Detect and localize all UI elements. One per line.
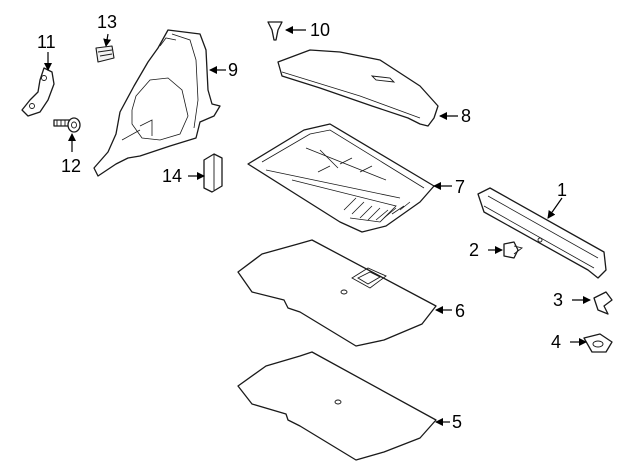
- part-6-floor-mat: [237, 239, 437, 347]
- callout-13: 13: [97, 12, 117, 32]
- callout-11: 11: [37, 32, 56, 52]
- leader-1: [547, 197, 563, 219]
- callout-3: 3: [553, 290, 563, 310]
- part-3-clip: [593, 291, 613, 315]
- callout-5: 5: [452, 412, 462, 432]
- callout-9: 9: [228, 60, 238, 80]
- callout-7: 7: [455, 177, 465, 197]
- part-2-retainer: [503, 241, 524, 259]
- part-1-sill-plate: [477, 187, 607, 279]
- part-9-quarter-trim-panel: [93, 29, 221, 177]
- callout-2: 2: [469, 240, 479, 260]
- callout-14: 14: [162, 166, 182, 186]
- part-5-floor-mat: [237, 351, 437, 461]
- part-7-load-floor: [247, 123, 435, 233]
- part-13-clip: [95, 45, 115, 63]
- leader-13: [103, 33, 112, 47]
- callout-1: 1: [557, 180, 567, 200]
- leader-lines: [44, 26, 591, 426]
- callout-8: 8: [461, 106, 471, 126]
- callout-6: 6: [455, 301, 465, 321]
- callout-labels: 11 12 13 9 14 10 8 7 1 2 3 4 6 5: [37, 12, 567, 432]
- callout-12: 12: [61, 156, 81, 176]
- part-10-push-pin: [267, 21, 283, 41]
- part-14-trim-cap: [203, 153, 223, 193]
- part-8-cargo-cover: [277, 49, 439, 127]
- part-12-bolt: [53, 117, 81, 133]
- part-11-bracket: [21, 67, 55, 117]
- callout-4: 4: [551, 332, 561, 352]
- callout-10: 10: [310, 20, 330, 40]
- part-4-grommet: [583, 333, 613, 353]
